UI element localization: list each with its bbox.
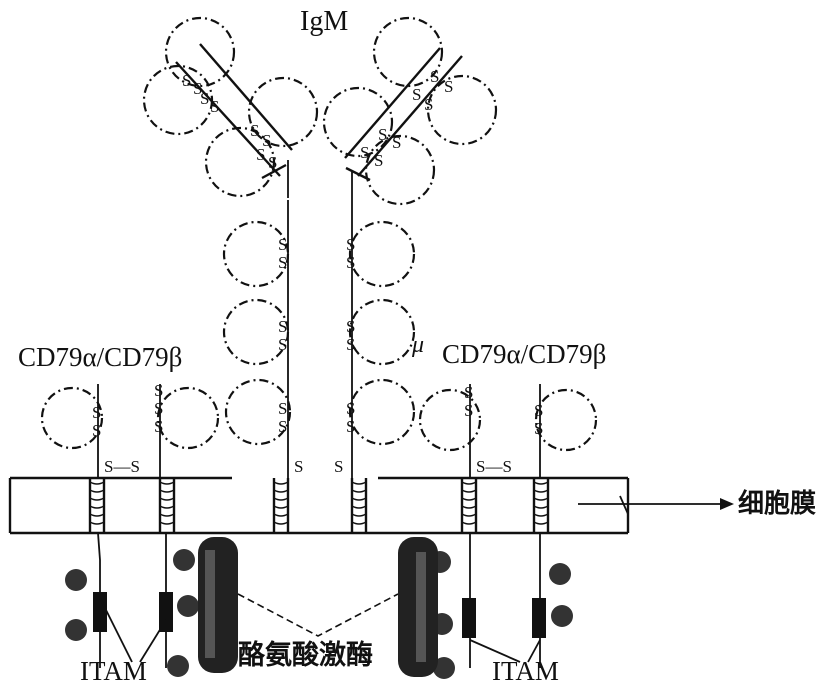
svg-text:S: S xyxy=(464,383,473,402)
igm-transmembrane-segments xyxy=(274,478,366,533)
cd79-left-dimer: SS SS S S—S xyxy=(42,381,218,533)
membrane-arrow xyxy=(578,496,734,514)
svg-text:S: S xyxy=(256,145,265,164)
svg-text:S: S xyxy=(278,399,287,418)
svg-text:S: S xyxy=(154,399,163,418)
svg-text:S: S xyxy=(392,133,401,152)
svg-text:S: S xyxy=(346,235,355,254)
svg-text:S: S xyxy=(346,399,355,418)
svg-text:S: S xyxy=(430,67,439,86)
svg-text:S: S xyxy=(210,97,219,116)
svg-text:S: S xyxy=(200,89,209,108)
svg-text:S: S xyxy=(374,151,383,170)
itam-left-label: ITAM xyxy=(80,656,147,686)
cd79-right-label: CD79α/CD79β xyxy=(442,339,606,369)
svg-text:S: S xyxy=(268,153,277,172)
svg-text:S: S xyxy=(346,317,355,336)
igm-heavy-chain-left: SS SS SS S xyxy=(224,200,303,478)
igm-label: IgM xyxy=(300,6,348,37)
svg-text:S: S xyxy=(294,457,303,476)
tyrosine-kinase-left xyxy=(198,537,238,673)
cd79-right-bridge: S—S xyxy=(476,457,512,476)
svg-text:S: S xyxy=(424,95,433,114)
kinase-pointer-lines xyxy=(238,594,398,636)
svg-text:S: S xyxy=(360,143,369,162)
svg-text:S: S xyxy=(346,335,355,354)
svg-text:S: S xyxy=(154,417,163,436)
svg-text:S: S xyxy=(378,125,387,144)
svg-text:S: S xyxy=(154,381,163,400)
svg-text:S: S xyxy=(278,335,287,354)
cd79-left-label: CD79α/CD79β xyxy=(18,342,182,372)
itam-right-label: ITAM xyxy=(492,656,559,686)
svg-text:S: S xyxy=(444,77,453,96)
svg-text:S: S xyxy=(278,235,287,254)
svg-text:S: S xyxy=(334,457,343,476)
svg-text:S: S xyxy=(92,421,101,440)
tyrosine-kinase-right xyxy=(398,537,438,677)
svg-text:S: S xyxy=(278,253,287,272)
tyrosine-kinase-label: 酪氨酸激酶 xyxy=(238,639,373,671)
svg-text:S: S xyxy=(182,71,191,90)
svg-text:S: S xyxy=(346,417,355,436)
svg-text:S: S xyxy=(534,419,543,438)
svg-text:S: S xyxy=(346,253,355,272)
svg-text:S: S xyxy=(464,401,473,420)
cell-membrane xyxy=(10,478,628,533)
svg-text:S: S xyxy=(278,417,287,436)
svg-text:S: S xyxy=(250,121,259,140)
svg-text:S: S xyxy=(92,403,101,422)
cell-membrane-label: 细胞膜 xyxy=(738,488,816,519)
svg-text:S: S xyxy=(412,85,421,104)
svg-text:S: S xyxy=(278,317,287,336)
igm-heavy-chain-right: SS SS SS S xyxy=(334,200,414,478)
cd79-right-dimer: SS SS S—S xyxy=(420,383,596,533)
cd79-left-bridge: S—S xyxy=(104,457,140,476)
svg-text:S: S xyxy=(534,401,543,420)
